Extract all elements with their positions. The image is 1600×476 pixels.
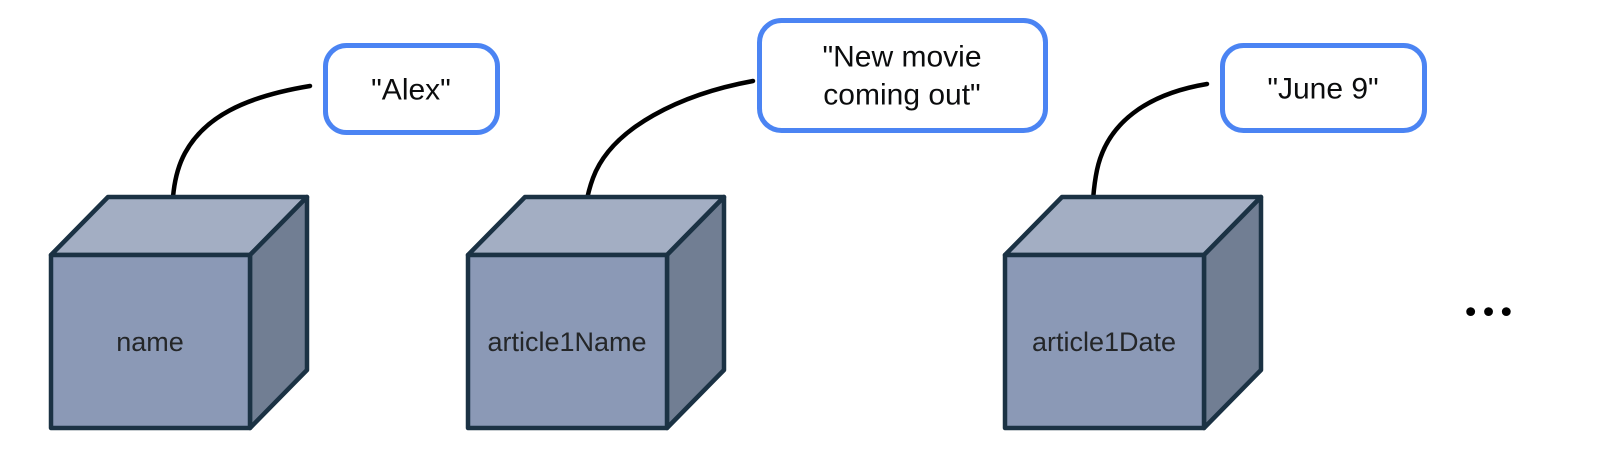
cube-article1Date: article1Date xyxy=(1002,194,1264,431)
value-text: "Alex" xyxy=(371,74,451,107)
value-text-line2: coming out" xyxy=(823,79,980,112)
cube-article1Name: article1Name xyxy=(465,194,727,431)
bubble-shape xyxy=(1220,43,1427,133)
value-bubble-article1Date: "June 9" xyxy=(1220,43,1427,133)
value-text-line1: "New movie xyxy=(822,41,981,74)
value-bubble-name: "Alex" xyxy=(323,43,500,135)
value-bubble-article1Name: "New movie coming out" xyxy=(757,18,1048,133)
cube-front-face xyxy=(1002,252,1207,431)
bubble-shape xyxy=(323,43,500,135)
cube-name: name xyxy=(48,194,310,431)
variable-name-label: name xyxy=(116,327,184,357)
continuation-ellipsis: ••• xyxy=(1465,294,1519,329)
variable-name-label: article1Name xyxy=(487,327,646,357)
variable-group-article1Date: article1Date "June 9" xyxy=(1002,43,1427,431)
variable-group-name: name "Alex" xyxy=(48,43,500,431)
variable-name-label: article1Date xyxy=(1032,327,1176,357)
bubble-shape xyxy=(757,18,1048,133)
variable-group-article1Name: article1Name "New movie coming out" xyxy=(465,18,1048,431)
cube-front-face xyxy=(48,252,253,431)
cube-front-face xyxy=(465,252,670,431)
value-text: "June 9" xyxy=(1267,73,1378,106)
